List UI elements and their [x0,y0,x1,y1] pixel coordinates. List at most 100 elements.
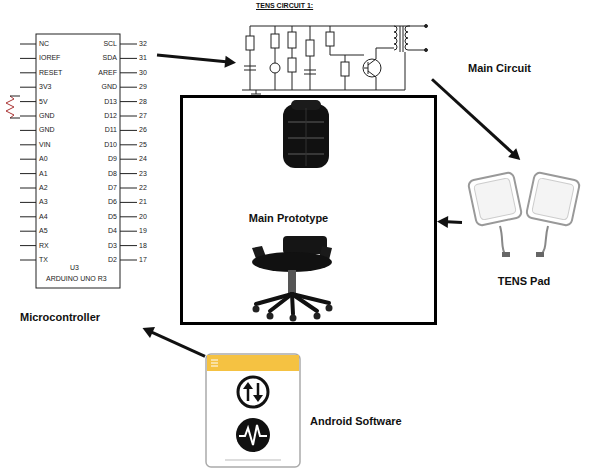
phone-app-part [206,354,300,467]
tens-schematic-part [400,26,401,52]
arduino-schematic-part [36,34,120,288]
office-chair-back-part [283,104,329,168]
office-chair-back [283,100,329,168]
arduino-schematic [6,34,137,288]
tens-pads-part [526,172,581,227]
office-chair-base-part-part [292,294,293,314]
arduino-schematic-part [10,96,20,97]
office-chair-base-part [288,270,296,294]
tens-pads-part [500,226,506,256]
pin-stubs-part [120,144,137,145]
pin-number: 27 [139,112,147,120]
pin-stubs-part [20,188,36,189]
phone-app-part [236,418,270,452]
tens-schematic-part [330,55,364,56]
pin-name: VIN [39,141,51,149]
arrow-head [224,56,236,68]
tens-pads-part [532,178,575,221]
pin-number: 17 [139,256,147,264]
tens-schematic-part [403,26,404,52]
resistor-symbol [6,96,14,118]
tens-schematic-part [425,25,428,28]
pin-stubs-part [20,44,36,45]
tens-schematic [242,11,428,94]
pad-block: TENS Pad [462,160,586,290]
office-chair-base-part [252,252,332,272]
flow-arrow [143,327,206,356]
arrow-head [508,148,520,160]
pin-stubs [20,44,137,260]
pin-number: 26 [139,126,147,134]
tens-schematic-part [363,59,381,77]
office-chair-base-part [283,236,327,254]
arrow-line [157,55,226,62]
pin-stubs-part [120,87,137,88]
pin-name: D12 [77,112,117,120]
pin-number: 22 [139,184,147,192]
tens-schematic-part [368,59,376,65]
arduino-schematic-part [10,118,20,119]
pin-stubs-part [20,260,36,261]
pin-number: 24 [139,155,147,163]
pin-name: D6 [77,198,117,206]
pin-stubs-part [120,159,137,160]
pin-name: D11 [77,126,117,134]
tens-pads-part [502,252,510,257]
office-chair-base-part-part [292,294,329,303]
pin-stubs-part [120,130,137,131]
tens-schematic-part [376,48,394,49]
pin-name: RX [39,242,49,250]
arrow-line [447,220,462,224]
pin-number: 30 [139,69,147,77]
tens-schematic-part [408,26,426,27]
pin-name: AREF [77,69,117,77]
pin-stubs-part [20,245,36,246]
pin-number: 28 [139,98,147,106]
node-label: Main Prototype [249,212,328,225]
tens-schematic-part [304,70,316,71]
circuit-block: Main Circuit [236,12,432,94]
node-label: Main Circuit [468,62,531,75]
pin-name: A1 [39,170,48,178]
app-block: Android Software [205,353,301,467]
arrow-head [437,216,448,228]
pin-name: RESET [39,69,62,77]
tens-schematic-part [288,58,296,72]
pin-number: 29 [139,83,147,91]
phone-app-part [225,459,281,461]
pin-stubs-part [120,116,137,117]
pin-number: 25 [139,141,147,149]
pin-stubs-part [120,202,137,203]
pin-name: D7 [77,184,117,192]
pin-name: A3 [39,198,48,206]
flow-arrow [157,55,236,68]
tens-schematic-part [306,40,314,56]
tens-pads-part [536,252,544,257]
pin-stubs-part [20,202,36,203]
pin-name: TX [39,256,48,264]
phone-app-part [211,360,218,361]
node-label: TENS Pad [498,275,551,288]
tens-schematic-part [256,90,257,94]
prototype-box: Main Prototype [180,95,437,325]
pin-name: D4 [77,227,117,235]
pin-number: 20 [139,213,147,221]
part-name: ARDUINO UNO R3 [46,275,107,283]
tens-schematic-part [408,50,426,51]
pin-name: D5 [77,213,117,221]
tens-schematic-part [368,71,376,77]
pin-stubs-part [20,173,36,174]
tens-pads-part [468,172,523,227]
arrow-line [152,332,205,356]
pin-number: 31 [139,54,147,62]
pin-name: GND [77,83,117,91]
pin-number: 21 [139,198,147,206]
pin-stubs-part [20,72,36,73]
pin-name: D3 [77,242,117,250]
pin-stubs-part [120,44,137,45]
phone-app-part [243,382,253,389]
tens-schematic-part [244,66,256,67]
pin-name: A2 [39,184,48,192]
pin-number: 19 [139,227,147,235]
tens-schematic-part [242,90,405,91]
